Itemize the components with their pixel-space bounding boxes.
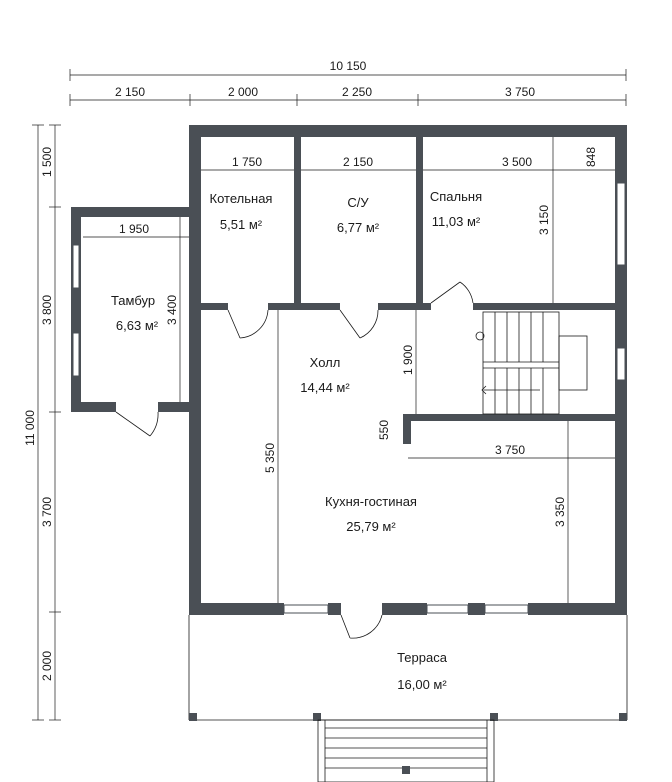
room-bedroom-name: Спальня (430, 189, 482, 204)
dim-vestibule-depth: 3 400 (165, 295, 179, 325)
dim-vestibule-width: 1 950 (119, 222, 149, 236)
dim-kitchen-depth: 3 350 (553, 497, 567, 527)
room-hall-name: Холл (310, 355, 341, 370)
room-bedroom-area: 11,03 м² (432, 214, 481, 229)
dim-left-segment-1: 1 500 (40, 147, 54, 177)
dim-top-segment-1: 2 150 (115, 85, 145, 99)
doors (115, 281, 474, 639)
window-vestibule-top (72, 244, 80, 289)
dim-step: 550 (377, 420, 391, 440)
room-wc-name: С/У (347, 195, 369, 210)
dim-top-segment-2: 2 000 (228, 85, 258, 99)
door-vestibule (115, 411, 159, 437)
dim-left-total: 11 000 (23, 410, 37, 446)
dim-top-segment-3: 2 250 (342, 85, 372, 99)
dim-wc-width: 2 150 (343, 155, 373, 169)
door-bedroom (430, 281, 474, 304)
room-boiler-name: Котельная (210, 191, 273, 206)
window-stair (616, 347, 626, 381)
window-kitchen-1 (283, 604, 329, 614)
window-vestibule-bottom (72, 332, 80, 377)
room-vestibule-area: 6,63 м² (116, 318, 159, 333)
terrace (188, 615, 628, 782)
dim-boiler-width: 1 750 (232, 155, 262, 169)
windows (72, 182, 626, 614)
dim-kitchen-width: 3 750 (495, 443, 525, 457)
dim-bedroom-depth: 3 150 (537, 205, 551, 235)
room-kitchen-name: Кухня-гостиная (325, 494, 417, 509)
room-kitchen-area: 25,79 м² (346, 519, 396, 534)
dim-left-segment-4: 2 000 (40, 651, 54, 681)
door-boiler (227, 309, 269, 339)
entrance-steps (317, 719, 495, 782)
interior-dimensions: 1 750 2 150 3 500 848 3 150 1 950 3 400 … (83, 137, 615, 603)
top-dimensions: 10 150 2 150 2 000 2 250 3 750 (69, 59, 627, 106)
dim-left-segment-3: 3 700 (40, 497, 54, 527)
door-main (340, 614, 383, 639)
room-terrace-area: 16,00 м² (397, 677, 447, 692)
room-terrace-name: Терраса (397, 650, 448, 665)
dim-bedroom-width: 3 500 (502, 155, 532, 169)
dim-left-segment-2: 3 800 (40, 295, 54, 325)
room-vestibule-name: Тамбур (111, 293, 155, 308)
staircase (475, 311, 588, 415)
window-kitchen-3 (484, 604, 529, 614)
window-bedroom (616, 182, 626, 266)
dim-hall-depth: 1 900 (401, 345, 415, 375)
room-boiler-area: 5,51 м² (220, 217, 263, 232)
room-wc-area: 6,77 м² (337, 220, 380, 235)
door-wc (339, 309, 379, 339)
dim-top-total: 10 150 (330, 59, 367, 73)
room-hall-area: 14,44 м² (300, 380, 350, 395)
window-kitchen-2 (426, 604, 469, 614)
room-labels: Котельная 5,51 м² С/У 6,77 м² Спальня 11… (111, 189, 482, 692)
left-dimensions: 11 000 1 500 3 800 3 700 2 000 (23, 124, 61, 721)
dim-bedroom-niche: 848 (584, 147, 598, 167)
dim-top-segment-4: 3 750 (505, 85, 535, 99)
dim-hall-length: 5 350 (263, 443, 277, 473)
